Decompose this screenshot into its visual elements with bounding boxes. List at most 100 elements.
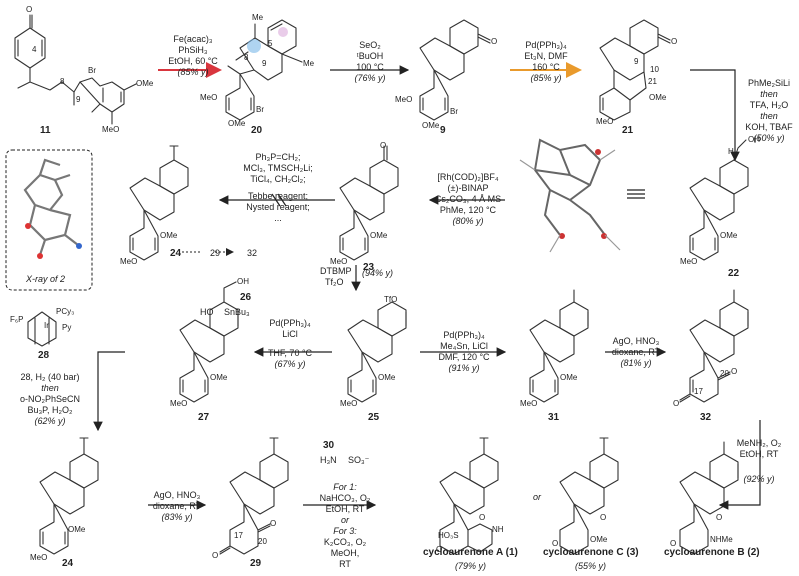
atom-label: O [436, 545, 443, 554]
atom-label: O [673, 399, 680, 408]
structure-32 [679, 289, 749, 403]
step-10-line: AgO, HNO₃ [612, 336, 660, 346]
crystal-3d-model [519, 138, 621, 253]
step-11-line: o-NO₂PhSeCN [19, 394, 80, 404]
step-14-line: MeNH₂, O₂ [736, 438, 782, 448]
step-2-yield: (76% y) [354, 73, 386, 83]
yield-cycloaurenone-C: (55% y) [575, 561, 607, 571]
xray-structure [23, 158, 82, 259]
atom-label: 20 [258, 537, 267, 546]
compound-label-23: 23 [363, 262, 375, 273]
atom-label: OH [748, 135, 760, 144]
atom-label: OMe [378, 373, 396, 382]
atom-label: 20 [720, 369, 729, 378]
atom-label: OH [237, 277, 249, 286]
step-2-line: ᵗBuOH [356, 51, 384, 61]
step-13-line: EtOH, RT [325, 504, 365, 514]
atom-label: OMe [228, 119, 246, 128]
compound-label-26: 26 [240, 292, 252, 303]
atom-label: 4 [32, 45, 37, 54]
step-9-line: Pd(PPh₃)₄ [443, 330, 485, 340]
step-8-line: LiCl [282, 329, 298, 339]
step-3-line: Et₃N, DMF [524, 51, 568, 61]
atom-label: HO₃S [438, 531, 459, 540]
step-8-yield: (67% y) [274, 359, 306, 369]
step-6-line: TiCl₄, CH₂Cl₂; [250, 174, 306, 184]
step-7-reagent-2: Tf₂O [325, 277, 344, 287]
step-6-conditions: Ph₃P=CH₂;MCl₃, TMSCH₂Li;TiCl₄, CH₂Cl₂;Te… [230, 152, 326, 224]
structure-29 [219, 437, 289, 555]
structure-9 [419, 19, 491, 121]
atom-label: O [479, 513, 486, 522]
atom-label: MeO [596, 117, 614, 126]
step-14-line: EtOH, RT [739, 449, 779, 459]
step-13-line: NaHCO₃, O₂ [319, 493, 371, 503]
step-12-yield: (83% y) [161, 512, 193, 522]
atom-label: 9 [262, 59, 267, 68]
equivalent-sign [627, 189, 645, 199]
atom-label: OMe [720, 231, 738, 240]
step-11-yield: (62% y) [34, 416, 66, 426]
compound-label-32: 32 [700, 412, 712, 423]
compound-label-27: 27 [198, 412, 210, 423]
atom-label: 10 [650, 65, 659, 74]
step-9-line: DMF, 120 °C [438, 352, 490, 362]
atom-label: F₆P [10, 315, 24, 324]
step-11-line: 28, H₂ (40 bar) [20, 372, 80, 382]
atom-label: MeO [120, 257, 138, 266]
reagent-30-so3: SO₃⁻ [348, 455, 370, 465]
step-1-yield: (85% y) [177, 67, 209, 77]
step-9-yield: (91% y) [448, 363, 480, 373]
step-5-line: [Rh(COD)₂]BF₄ [437, 172, 499, 182]
atom-label: OMe [160, 231, 178, 240]
atom-label: NH [492, 525, 504, 534]
structure-24-top [129, 145, 189, 261]
step-1-line: EtOH, 60 °C [168, 56, 218, 66]
atom-label: MeO [340, 399, 358, 408]
step-7-yield: (94% y) [362, 268, 394, 278]
step-13-line: For 3: [333, 526, 357, 536]
atom-label: O [26, 5, 33, 14]
atom-label: 17 [234, 531, 243, 540]
compound-label-cycloaurenone-B: cycloaurenone B (2) [664, 547, 760, 558]
step-7-reagent-1: DTBMP [320, 266, 352, 276]
step-10-line: dioxane, RT [611, 347, 661, 357]
atom-label: 8 [60, 77, 65, 86]
structure-22 [689, 139, 749, 261]
step-12-line: AgO, HNO₃ [153, 490, 201, 500]
step-4-line: KOH, TBAF [745, 122, 793, 132]
atom-label: 17 [694, 387, 703, 396]
reaction-arrows [93, 62, 761, 510]
or-label: or [533, 492, 542, 502]
atom-label: Me [303, 59, 315, 68]
step-4-line: then [760, 111, 778, 121]
step-6-line: Ph₃P=CH₂; [255, 152, 301, 162]
step-11-line: Bu₃P, H₂O₂ [27, 405, 73, 415]
step-10-yield: (81% y) [620, 358, 652, 368]
step-3-line: Pd(PPh₃)₄ [525, 40, 567, 50]
atom-label: Ir [44, 321, 49, 330]
reagent-26-ho: HO [200, 307, 214, 317]
step-4-line: then [760, 89, 778, 99]
structure-31 [529, 289, 589, 403]
step-11-line: then [41, 383, 59, 393]
structure-20 [225, 19, 303, 121]
atom-label: MeO [330, 257, 348, 266]
step-3-line: 160 °C [532, 62, 560, 72]
structure-21 [599, 19, 671, 121]
structure-cycloaurenone-B [679, 441, 739, 555]
atom-label: Br [450, 107, 458, 116]
step-13-line: K₂CO₃, O₂ [323, 537, 367, 547]
atom-label: MeO [200, 93, 218, 102]
atom-label: H [728, 147, 734, 156]
compound-label-cycloaurenone-A: cycloaurenone A (1) [423, 547, 518, 558]
yield-cycloaurenone-A: (79% y) [455, 561, 487, 571]
